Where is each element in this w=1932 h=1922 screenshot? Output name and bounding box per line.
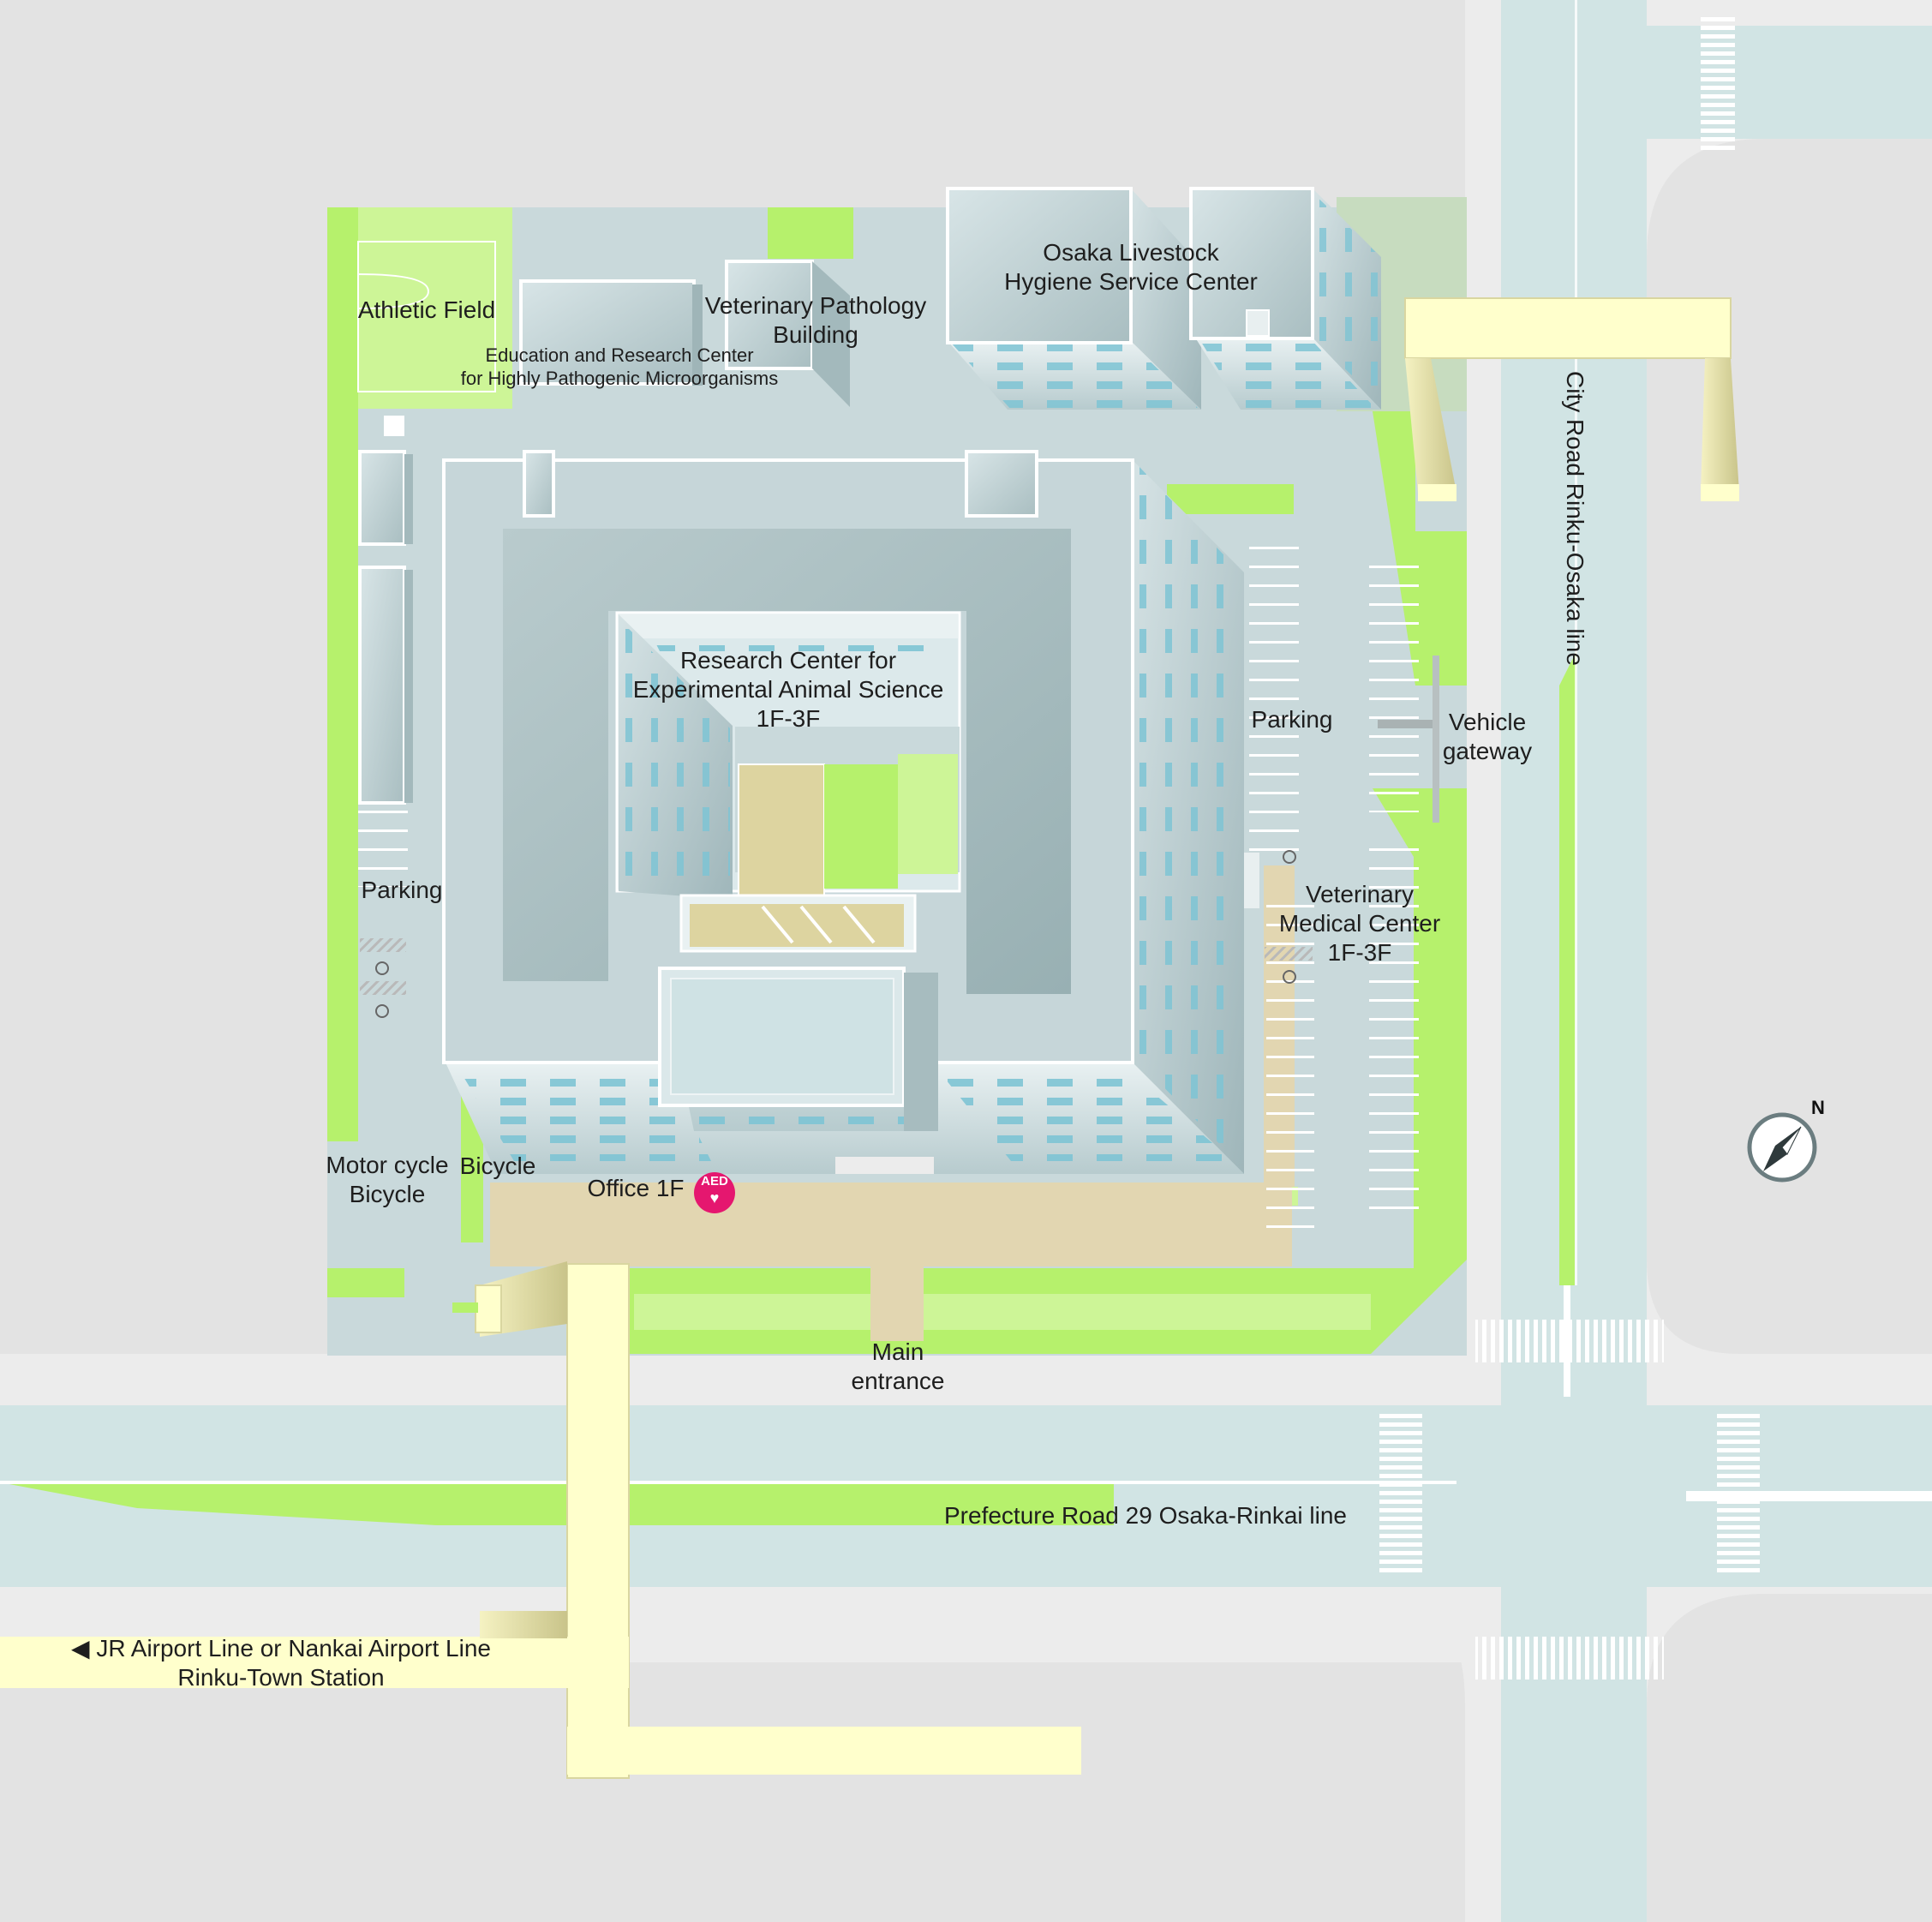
label-line: entrance xyxy=(851,1368,945,1394)
label-line: Medical Center xyxy=(1278,909,1441,937)
label-line: Experimental Animal Science xyxy=(632,675,944,703)
label-line: 1F-3F xyxy=(1327,939,1392,967)
label-motorcycle-bicycle: Motor cycle Bicycle xyxy=(326,1151,448,1209)
label-vet-pathology: Veterinary Pathology Building xyxy=(705,291,926,350)
label-line: 1F-3F xyxy=(756,705,821,733)
label-livestock-center: Osaka Livestock Hygiene Service Center xyxy=(1004,238,1258,296)
label-line: Rinku-Town Station xyxy=(177,1664,385,1691)
label-line: Veterinary xyxy=(1305,880,1415,907)
north-buildings xyxy=(519,187,1381,410)
label-line: ◀ JR Airport Line or Nankai Airport Line xyxy=(71,1634,491,1662)
label-line: Osaka Livestock xyxy=(1043,238,1219,266)
west-blocks xyxy=(358,450,413,805)
label-line: for Highly Pathogenic Microorganisms xyxy=(460,368,779,389)
label-line: Education and Research Center xyxy=(485,344,754,367)
north-label: N xyxy=(1811,1097,1825,1118)
label-research-center: Research Center for Experimental Animal … xyxy=(633,646,944,733)
compass-icon xyxy=(1747,1112,1817,1183)
label-line: Research Center for xyxy=(679,646,897,674)
label-line: Hygiene Service Center xyxy=(1004,268,1258,295)
pedestrian-bridges xyxy=(0,297,1739,1779)
label-vehicle-gateway: Vehicle gateway xyxy=(1443,708,1532,766)
aed-icon: AED ♥ xyxy=(694,1172,735,1213)
label-line: gateway xyxy=(1442,738,1533,764)
label-office: Office 1F xyxy=(587,1174,685,1201)
label-line: Building xyxy=(773,321,858,348)
label-city-road: City Road Rinku-Osaka line xyxy=(1562,371,1589,666)
label-athletic-field: Athletic Field xyxy=(357,296,496,323)
label-parking-west: Parking xyxy=(361,876,443,903)
main-building xyxy=(442,450,1244,1174)
label-parking-east: Parking xyxy=(1251,705,1333,733)
label-line: Vehicle xyxy=(1448,708,1527,735)
label-main-entrance: Main entrance xyxy=(852,1338,945,1396)
wheelchair-icon xyxy=(375,850,1296,1018)
heart-icon: ♥ xyxy=(709,1189,720,1206)
label-vet-medical-center: Veterinary Medical Center 1F-3F xyxy=(1279,880,1440,967)
label-line: Motor cycle xyxy=(326,1151,449,1178)
label-station: ◀ JR Airport Line or Nankai Airport Line… xyxy=(71,1634,491,1692)
label-bicycle: Bicycle xyxy=(459,1152,536,1179)
label-line: Bicycle xyxy=(349,1181,426,1207)
label-line: Main xyxy=(871,1338,924,1365)
label-education-center: Education and Research Center for Highly… xyxy=(461,344,779,391)
aed-label: AED xyxy=(701,1174,728,1189)
label-prefecture-road: Prefecture Road 29 Osaka-Rinkai line xyxy=(943,1501,1348,1529)
label-line: Veterinary Pathology xyxy=(704,291,927,319)
